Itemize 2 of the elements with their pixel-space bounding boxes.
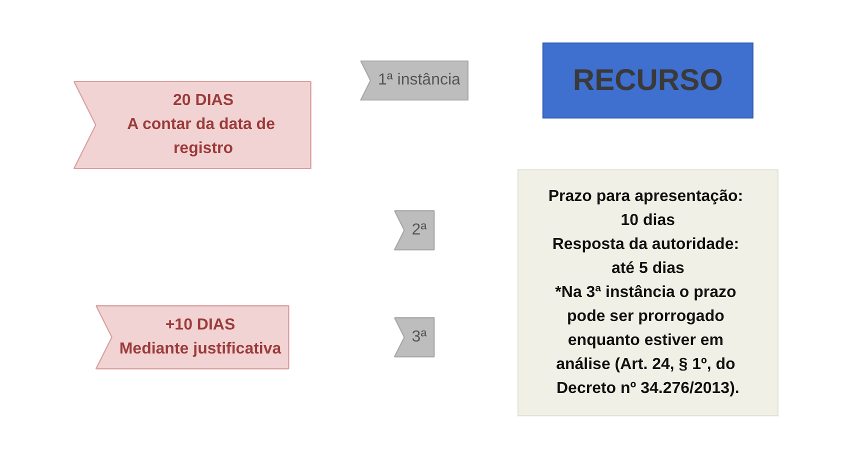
node-box: RECURSO (542, 42, 754, 119)
node-box: Prazo para apresentação: 10 dias Resposta da autoridade: até 5 dias *Na 3ª instância o prazo pode ser prorrogado enquanto estiver em análise (Art. 24, § 1º, do Decreto nº 34.276/2013). (517, 169, 778, 416)
